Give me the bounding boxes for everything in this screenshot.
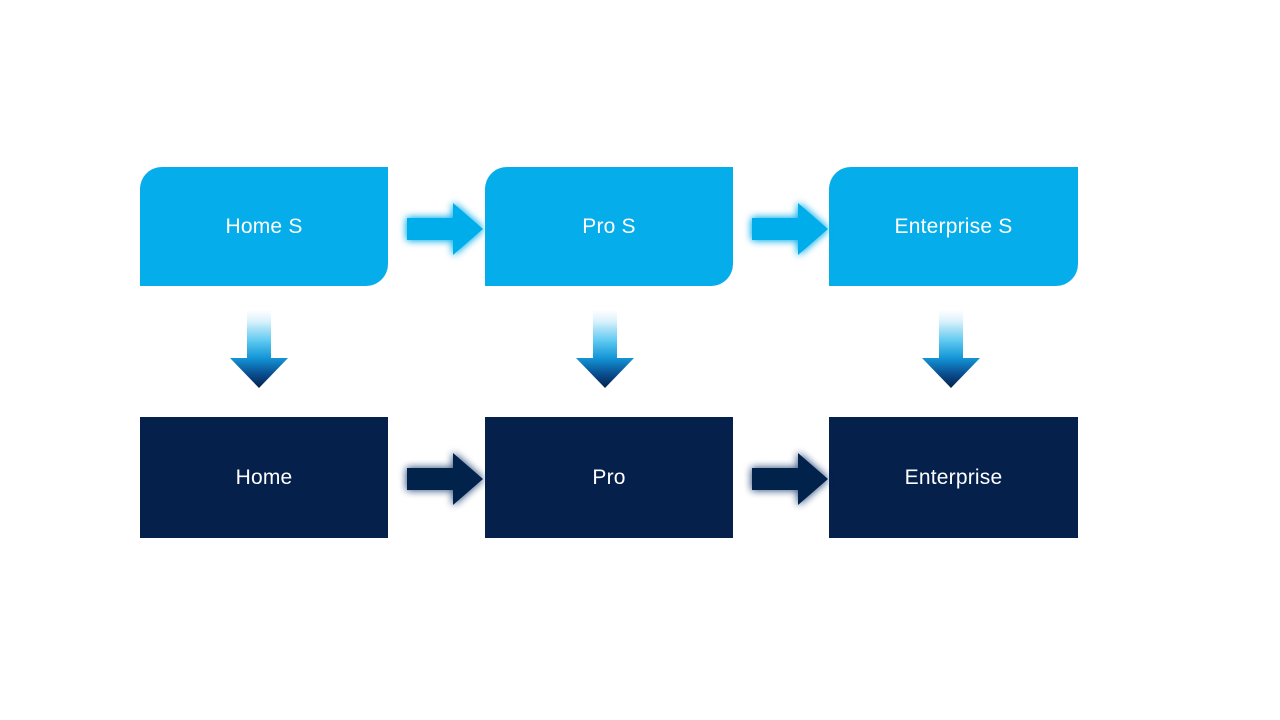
arrow-home-s-to-pro-s — [403, 200, 487, 258]
arrow-down-icon — [230, 310, 288, 388]
arrow-right-icon — [407, 453, 483, 505]
arrow-home-to-pro — [403, 450, 487, 508]
node-pro-s[interactable]: Pro S — [485, 167, 733, 286]
arrow-down-icon — [922, 310, 980, 388]
arrow-right-icon — [752, 453, 828, 505]
node-enterprise-label: Enterprise — [904, 465, 1003, 489]
node-enterprise-s-label: Enterprise S — [894, 214, 1013, 238]
node-home-s-label: Home S — [225, 214, 303, 238]
node-enterprise-s[interactable]: Enterprise S — [829, 167, 1078, 286]
node-pro-s-label: Pro S — [582, 214, 636, 238]
node-pro-label: Pro — [592, 465, 626, 489]
arrow-pro-s-to-enterprise-s — [748, 200, 832, 258]
node-home-s[interactable]: Home S — [140, 167, 388, 286]
arrow-enterprise-s-to-enterprise — [918, 308, 984, 392]
arrow-home-s-to-home — [226, 308, 292, 392]
arrow-down-icon — [576, 310, 634, 388]
arrow-pro-s-to-pro — [572, 308, 638, 392]
arrow-pro-to-enterprise — [748, 450, 832, 508]
node-home-label: Home — [235, 465, 293, 489]
node-enterprise[interactable]: Enterprise — [829, 417, 1078, 538]
arrow-right-icon — [407, 203, 483, 255]
node-home[interactable]: Home — [140, 417, 388, 538]
arrow-right-icon — [752, 203, 828, 255]
node-pro[interactable]: Pro — [485, 417, 733, 538]
